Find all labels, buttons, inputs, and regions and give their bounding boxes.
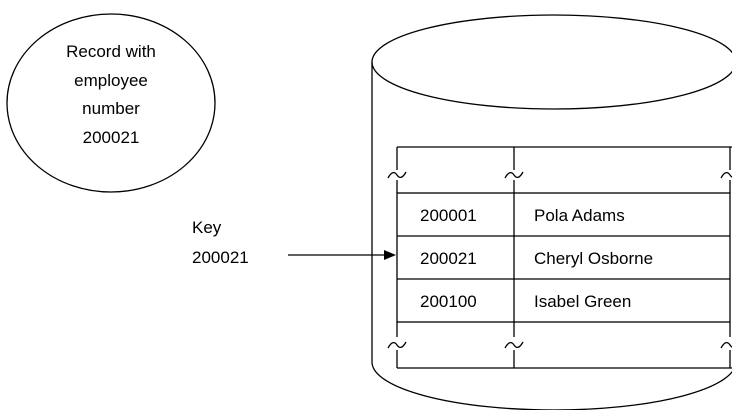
- employee-name-cell: Pola Adams: [534, 206, 625, 225]
- table-bottom-break-right: [720, 341, 732, 349]
- key-label-line-1: Key: [192, 218, 222, 237]
- record-bubble-line-4: 200021: [83, 128, 140, 147]
- key-pointer: Key 200021: [192, 218, 396, 267]
- record-bubble-line-2: employee: [74, 71, 148, 90]
- table-bottom-break-mid: [504, 341, 524, 349]
- table-row: 200021 Cheryl Osborne: [420, 249, 653, 268]
- record-bubble-line-1: Record with: [66, 42, 156, 61]
- employee-number-cell: 200021: [420, 249, 477, 268]
- table-top-break-left: [387, 171, 407, 179]
- table-top-break-mid: [504, 171, 524, 179]
- employee-name-cell: Cheryl Osborne: [534, 249, 653, 268]
- key-arrow-head: [384, 250, 396, 260]
- table-row: 200001 Pola Adams: [420, 206, 625, 225]
- employee-name-cell: Isabel Green: [534, 292, 631, 311]
- employee-number-cell: 200100: [420, 292, 477, 311]
- table-top-break-right: [720, 171, 732, 179]
- record-bubble-ellipse: [6, 13, 216, 193]
- table-bottom-break-left: [387, 341, 407, 349]
- record-table: 200001 Pola Adams 200021 Cheryl Osborne …: [387, 146, 732, 369]
- record-bubble-line-3: number: [82, 99, 140, 118]
- cylinder-top: [371, 14, 732, 110]
- table-row: 200100 Isabel Green: [420, 292, 631, 311]
- key-label-line-2: 200021: [192, 248, 249, 267]
- employee-number-cell: 200001: [420, 206, 477, 225]
- table-rows-frame: [396, 192, 731, 323]
- record-bubble: Record with employee number 200021: [6, 13, 216, 193]
